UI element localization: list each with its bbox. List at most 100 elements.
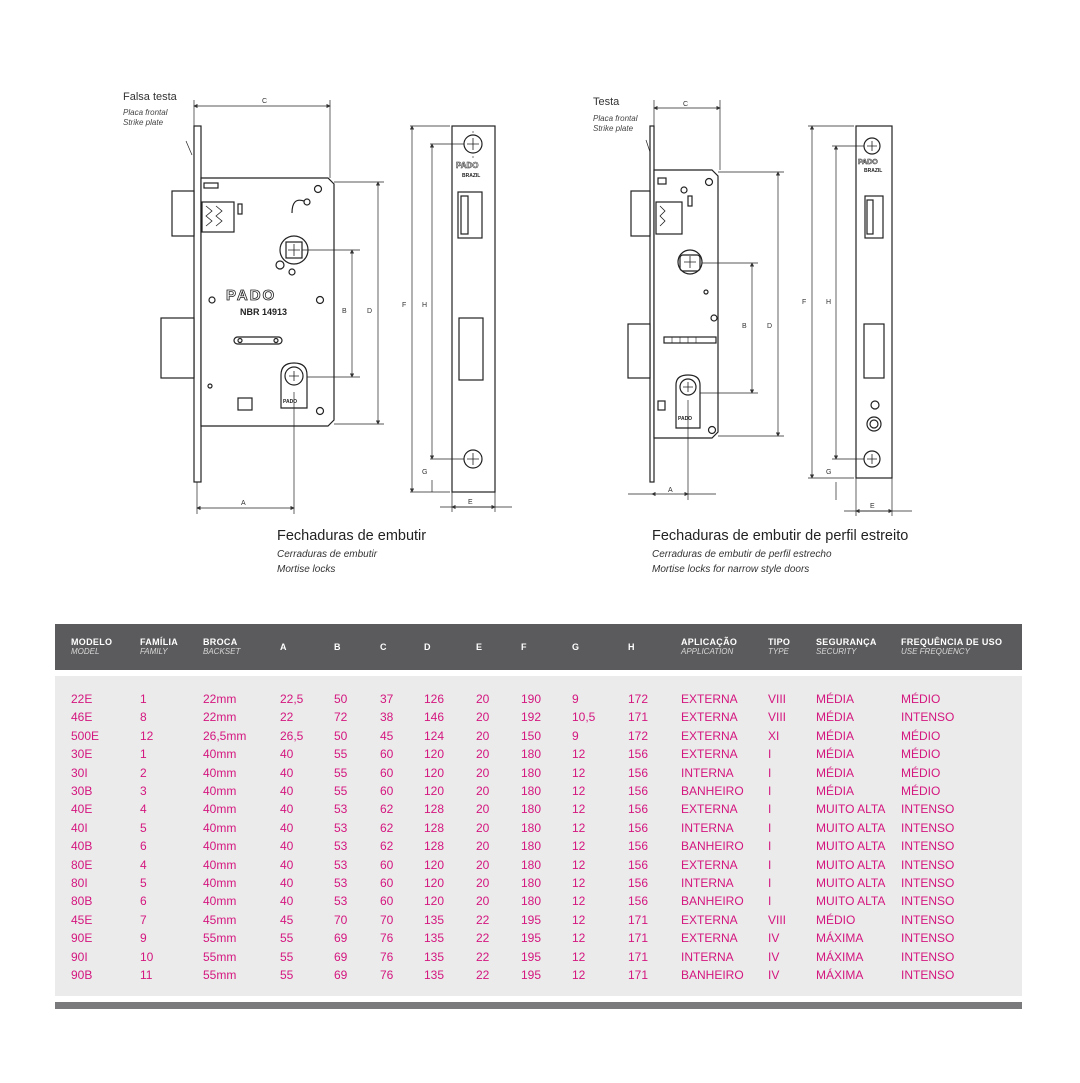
- table-cell: IV: [768, 968, 780, 982]
- table-header-label: MODELO: [71, 637, 113, 647]
- table-cell: 22: [476, 968, 490, 982]
- table-cell: 180: [521, 802, 542, 817]
- table-cell: BANHEIRO: [681, 894, 744, 909]
- table-cell: 62: [380, 820, 394, 835]
- table-cell: 124: [424, 728, 445, 743]
- table-cell: 40E: [71, 802, 93, 817]
- table-cell: 40mm: [203, 876, 237, 890]
- dim-label-c-right: C: [683, 101, 688, 108]
- table-header-col-8: F: [521, 637, 527, 652]
- table-header-col-6: D: [424, 637, 431, 652]
- table-cell: MÁXIMA: [816, 931, 864, 946]
- table-cell: 2: [140, 765, 147, 780]
- table-cell: MUITO ALTA: [816, 876, 886, 890]
- table-cell: 5: [140, 876, 147, 890]
- table-cell: 53: [334, 894, 348, 909]
- table-cell: 120: [424, 765, 445, 780]
- table-cell: 72: [334, 710, 348, 725]
- table-cell: INTENSO: [901, 839, 955, 854]
- left-plate-brand: PADO: [456, 161, 479, 170]
- table-cell: 20: [476, 747, 490, 762]
- table-cell: 20: [476, 820, 490, 835]
- table-cell: 26,5mm: [203, 728, 247, 743]
- table-header-sublabel: APPLICATION: [681, 647, 734, 656]
- table-cell: 38: [380, 710, 394, 725]
- table-cell: 53: [334, 802, 348, 817]
- table-cell: INTERNA: [681, 876, 734, 890]
- table-cell: 20: [476, 894, 490, 909]
- table-cell: 40: [280, 894, 294, 909]
- table-cell: 60: [380, 765, 394, 780]
- table-cell: MÉDIA: [816, 784, 855, 798]
- table-cell: INTENSO: [901, 820, 955, 835]
- right-caption-es: Cerraduras de embutir de perfil estrecho: [652, 549, 832, 560]
- table-cell: 180: [521, 857, 542, 872]
- table-cell: 45mm: [203, 912, 237, 927]
- table-cell: MÉDIO: [901, 692, 941, 706]
- table-cell: 55: [334, 747, 348, 762]
- table-cell: 3: [140, 784, 147, 798]
- table-cell: MUITO ALTA: [816, 820, 886, 835]
- table-cell: 120: [424, 784, 445, 798]
- table-cell: 126: [424, 692, 445, 706]
- table-cell: 156: [628, 857, 649, 872]
- table-header-label: APLICAÇÃO: [681, 637, 738, 647]
- table-header-label: FREQUÊNCIA DE USO: [901, 637, 1003, 647]
- table-cell: INTENSO: [901, 912, 955, 927]
- table-cell: 40: [280, 765, 294, 780]
- table-header-label: A: [280, 642, 287, 652]
- table-cell: MÉDIO: [901, 747, 941, 762]
- table-cell: INTENSO: [901, 894, 955, 909]
- table-cell: 171: [628, 931, 649, 946]
- table-cell: 50: [334, 728, 348, 743]
- table-cell: 180: [521, 820, 542, 835]
- table-cell: INTERNA: [681, 820, 734, 835]
- table-cell: 70: [380, 912, 394, 927]
- table-cell: 22E: [71, 692, 93, 706]
- table-cell: 156: [628, 765, 649, 780]
- table-cell: 135: [424, 968, 445, 982]
- dim-label-d-right: D: [767, 323, 772, 330]
- left-dimensions: [185, 100, 384, 514]
- table-cell: I: [768, 857, 772, 872]
- left-lock-front-view: [160, 125, 335, 483]
- table-cell: I: [768, 747, 772, 762]
- table-cell: INTENSO: [901, 968, 955, 982]
- table-cell: 8: [140, 710, 147, 725]
- left-faceplate-label-en: Strike plate: [123, 118, 164, 127]
- table-cell: 20: [476, 876, 490, 890]
- table-cell: 30E: [71, 747, 93, 762]
- table-cell: 26,5: [280, 728, 304, 743]
- table-cell: 22,5: [280, 692, 304, 706]
- table-cell: MÉDIA: [816, 747, 855, 762]
- table-cell: 12: [572, 876, 586, 890]
- table-cell: 195: [521, 912, 542, 927]
- table-cell: MÉDIO: [901, 728, 941, 743]
- table-cell: 6: [140, 839, 147, 854]
- table-cell: 22mm: [203, 710, 237, 725]
- right-faceplate-label-es: Placa frontal: [593, 114, 638, 123]
- table-cell: MÉDIO: [816, 912, 856, 927]
- table-cell: 40: [280, 876, 294, 890]
- table-cell: 55mm: [203, 949, 237, 964]
- table-cell: 146: [424, 710, 445, 725]
- right-cylinder-brand: PADO: [678, 416, 692, 422]
- left-faceplate-label: Falsa testa: [123, 91, 177, 103]
- table-header-sublabel: TYPE: [768, 647, 789, 656]
- table-cell: MUITO ALTA: [816, 857, 886, 872]
- table-header-sublabel: USE FREQUENCY: [901, 647, 970, 656]
- table-cell: 40B: [71, 839, 93, 854]
- table-cell: 128: [424, 820, 445, 835]
- table-header-label: FAMÍLIA: [140, 637, 179, 647]
- table-header-label: G: [572, 642, 580, 652]
- table-cell: 90B: [71, 968, 93, 982]
- table-cell: 156: [628, 820, 649, 835]
- table-cell: 46E: [71, 710, 93, 725]
- table-cell: 9: [140, 931, 147, 946]
